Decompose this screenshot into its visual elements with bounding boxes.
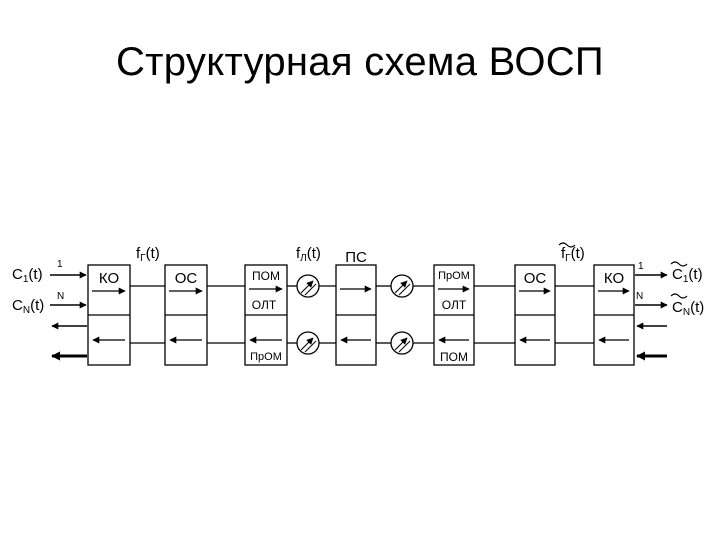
fg-left-label: fГ(t) bbox=[136, 245, 160, 264]
os-left-label: ОС bbox=[175, 270, 198, 287]
svg-text:C1(t): C1(t) bbox=[672, 266, 703, 285]
fiber-connector-icon bbox=[296, 331, 320, 355]
output-c1-label: C1(t) bbox=[670, 261, 703, 285]
output-cn-label: CN(t) bbox=[670, 293, 704, 318]
output-channel-n-label: N bbox=[636, 291, 643, 302]
slide-title: Структурная схема ВОСП bbox=[116, 40, 604, 84]
ko-right-label: КО bbox=[604, 270, 624, 287]
fiber-connector-icon bbox=[390, 274, 414, 298]
svg-text:CN(t): CN(t) bbox=[672, 299, 704, 318]
pom-left-label: ПОМ bbox=[252, 269, 280, 283]
fiber-connector-icon bbox=[390, 331, 414, 355]
pom-right-label: ПОМ bbox=[440, 350, 468, 364]
os-right-label: ОС bbox=[524, 270, 547, 287]
fl-label: fЛ(t) bbox=[296, 245, 321, 264]
prom-left-label: ПрОМ bbox=[250, 351, 282, 363]
ps-label: ПС bbox=[345, 249, 367, 266]
channel-n-label: N bbox=[57, 291, 64, 302]
fg-right-label: fГ(t) bbox=[558, 242, 585, 264]
input-cn-label: CN(t) bbox=[12, 297, 44, 316]
prom-right-label: ПрОМ bbox=[438, 270, 470, 282]
output-channel-1-label: 1 bbox=[638, 261, 644, 272]
svg-text:fГ(t): fГ(t) bbox=[561, 245, 585, 264]
channel-1-label: 1 bbox=[57, 259, 63, 270]
ko-left-label: КО bbox=[99, 270, 119, 287]
input-c1-label: C1(t) bbox=[12, 266, 43, 285]
olt-right-label: ОЛТ bbox=[442, 298, 467, 312]
olt-left-label: ОЛТ bbox=[252, 298, 277, 312]
fiber-connector-icon bbox=[296, 274, 320, 298]
